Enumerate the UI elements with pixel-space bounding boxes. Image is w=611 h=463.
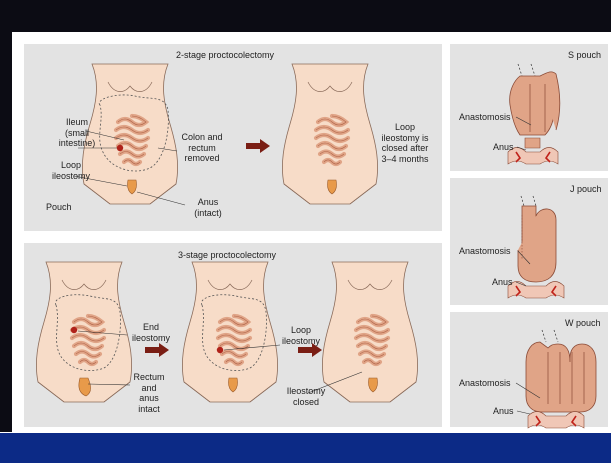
w-pouch-title: W pouch	[565, 318, 601, 328]
end-ileostomy-stoma	[71, 327, 77, 333]
j-pouch-title: J pouch	[570, 184, 602, 194]
rectum-line2: and	[130, 383, 168, 394]
ileum-label: Ileum (small intestine)	[52, 117, 102, 149]
colon-label-line2: rectum	[172, 143, 232, 154]
arrow-two-stage	[246, 139, 270, 153]
loop-ileostomy-label-line2: ileostomy	[46, 171, 96, 182]
w-pouch-anastomosis-label: Anastomosis	[459, 378, 511, 389]
ileum-label-line3: intestine)	[52, 138, 102, 149]
rectum-line1: Rectum	[130, 372, 168, 383]
anus-label-line2: (intact)	[186, 208, 230, 219]
anus-label-line1: Anus	[186, 197, 230, 208]
ileum-label-line1: Ileum	[52, 117, 102, 128]
loop-closed-line3: closed after	[374, 143, 436, 154]
ileostomy-closed-line1: Ileostomy	[278, 386, 334, 397]
j-pouch-diagram	[508, 196, 564, 298]
w-pouch-diagram	[516, 330, 596, 428]
w-pouch-anus-label: Anus	[493, 406, 514, 417]
s-pouch-anastomosis-label: Anastomosis	[459, 112, 511, 123]
end-ileostomy-line1: End	[126, 322, 176, 333]
ileum-label-line2: (small	[52, 128, 102, 139]
three-stage-title: 3-stage proctocolectomy	[178, 250, 276, 260]
two-stage-title: 2-stage proctocolectomy	[176, 50, 274, 60]
loop-closed-label: Loop ileostomy is closed after 3–4 month…	[374, 122, 436, 164]
pouch-label: Pouch	[46, 202, 72, 213]
s-pouch-anus-label: Anus	[493, 142, 514, 153]
j-pouch-anastomosis-label: Anastomosis	[459, 246, 511, 257]
arrow-three-stage-1	[145, 343, 169, 357]
loop-ileostomy-stoma-three-stage	[217, 347, 223, 353]
loop-closed-line1: Loop	[374, 122, 436, 133]
colon-label-line1: Colon and	[172, 132, 232, 143]
anus-intact-label: Anus (intact)	[186, 197, 230, 218]
loop-three-line1: Loop	[276, 325, 326, 336]
rectum-line3: anus	[130, 393, 168, 404]
end-ileostomy-line2: ileostomy	[126, 333, 176, 344]
loop-ileostomy-label-line1: Loop	[46, 160, 96, 171]
s-pouch-diagram	[508, 64, 560, 164]
loop-three-line2: ileostomy	[276, 336, 326, 347]
loop-closed-line2: ileostomy is	[374, 133, 436, 144]
rectum-anus-intact-label: Rectum and anus intact	[130, 372, 168, 414]
loop-ileostomy-stoma	[117, 145, 123, 151]
j-pouch-anus-label: Anus	[492, 277, 513, 288]
loop-ileostomy-label: Loop ileostomy	[46, 160, 96, 181]
s-pouch-title: S pouch	[568, 50, 601, 60]
ileostomy-closed-label: Ileostomy closed	[278, 386, 334, 407]
loop-ileostomy-three-stage-label: Loop ileostomy	[276, 325, 326, 346]
colon-rectum-removed-label: Colon and rectum removed	[172, 132, 232, 164]
rectum-line4: intact	[130, 404, 168, 415]
end-ileostomy-label: End ileostomy	[126, 322, 176, 343]
colon-label-line3: removed	[172, 153, 232, 164]
loop-closed-line4: 3–4 months	[374, 154, 436, 165]
ileostomy-closed-line2: closed	[278, 397, 334, 408]
